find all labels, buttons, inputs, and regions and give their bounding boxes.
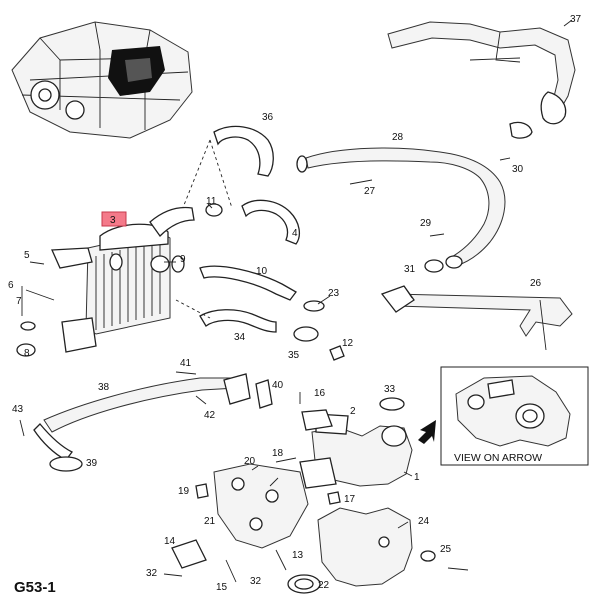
label-3: 3 bbox=[110, 215, 116, 226]
label-17: 17 bbox=[344, 494, 356, 505]
label-11: 11 bbox=[206, 196, 217, 207]
label-39: 39 bbox=[86, 458, 98, 469]
label-1: 1 bbox=[414, 472, 420, 483]
label-9: 9 bbox=[180, 254, 186, 265]
part-39-gasket bbox=[49, 456, 83, 472]
label-22: 22 bbox=[318, 580, 330, 591]
label-27: 27 bbox=[364, 186, 376, 197]
label-16: 16 bbox=[314, 388, 326, 399]
part-1-turbocharger bbox=[299, 413, 413, 489]
part-38-egr-pipe bbox=[33, 373, 251, 461]
label-33: 33 bbox=[384, 384, 396, 395]
label-37: 37 bbox=[570, 14, 582, 25]
label-10: 10 bbox=[256, 266, 268, 277]
label-13: 13 bbox=[292, 550, 304, 561]
label-18: 18 bbox=[272, 448, 284, 459]
part-10-hose bbox=[199, 265, 297, 301]
label-12: 12 bbox=[342, 338, 354, 349]
label-19: 19 bbox=[178, 486, 190, 497]
label-26: 26 bbox=[530, 278, 542, 289]
diagram-code: G53-1 bbox=[14, 579, 56, 596]
label-38: 38 bbox=[98, 382, 110, 393]
part-26-pipe bbox=[380, 285, 573, 351]
label-31: 31 bbox=[404, 264, 416, 275]
label-32-right: 32 bbox=[250, 576, 262, 587]
label-30: 30 bbox=[512, 164, 524, 175]
label-8: 8 bbox=[24, 348, 30, 359]
part-22-ring-gasket bbox=[287, 574, 321, 594]
label-21: 21 bbox=[204, 516, 216, 527]
label-32-left: 32 bbox=[146, 568, 158, 579]
label-40: 40 bbox=[272, 380, 284, 391]
view-on-arrow-inset bbox=[440, 366, 589, 466]
inset-caption: VIEW ON ARROW bbox=[454, 452, 542, 464]
label-43: 43 bbox=[12, 404, 24, 415]
engine-overview-illustration bbox=[11, 21, 193, 139]
part-37-outlet-pipe bbox=[387, 19, 576, 139]
highlight-box bbox=[101, 211, 127, 227]
part-labels: 1 2 4 5 6 7 8 9 10 11 12 13 14 15 16 17 … bbox=[8, 14, 582, 593]
label-41: 41 bbox=[180, 358, 192, 369]
label-29: 29 bbox=[420, 218, 432, 229]
part-36-hose bbox=[181, 125, 274, 211]
label-2: 2 bbox=[350, 406, 356, 417]
label-34: 34 bbox=[234, 332, 246, 343]
part-14-bracket bbox=[171, 539, 207, 569]
label-14: 14 bbox=[164, 536, 176, 547]
label-42: 42 bbox=[204, 410, 216, 421]
part-24-heat-shield bbox=[317, 507, 413, 587]
part-34-hose bbox=[175, 299, 277, 333]
label-5: 5 bbox=[24, 250, 30, 261]
label-23: 23 bbox=[328, 288, 340, 299]
part-4-hose bbox=[241, 199, 301, 245]
label-15: 15 bbox=[216, 582, 228, 593]
small-fasteners bbox=[16, 157, 511, 583]
leader-lines bbox=[21, 203, 413, 529]
label-28: 28 bbox=[392, 132, 404, 143]
part-21-manifold-bracket bbox=[213, 463, 309, 549]
label-35: 35 bbox=[288, 350, 300, 361]
label-6: 6 bbox=[8, 280, 14, 291]
part-28-intercooler-pipe bbox=[296, 147, 506, 269]
label-25: 25 bbox=[440, 544, 452, 555]
view-arrow-icon bbox=[418, 420, 436, 444]
part-3-intercooler bbox=[51, 206, 195, 353]
label-24: 24 bbox=[418, 516, 430, 527]
label-20: 20 bbox=[244, 456, 256, 467]
label-36: 36 bbox=[262, 112, 274, 123]
label-7: 7 bbox=[16, 296, 22, 307]
label-4: 4 bbox=[292, 228, 298, 239]
